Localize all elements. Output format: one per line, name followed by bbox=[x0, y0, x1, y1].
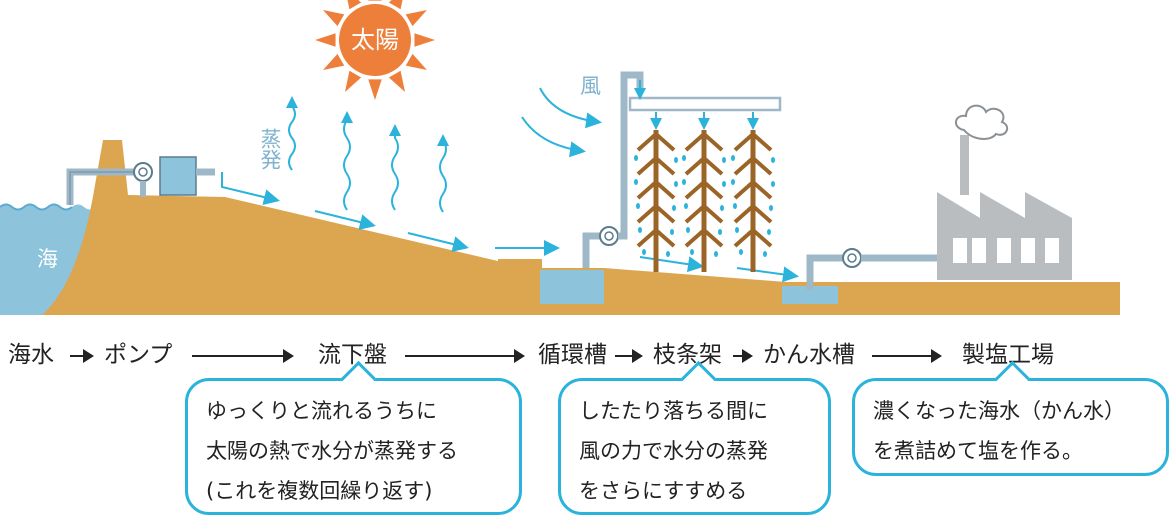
step-flow-board: 流下盤 bbox=[318, 342, 387, 368]
note-line: を煮詰めて塩を作る。 bbox=[873, 439, 1083, 463]
step-brine-tank: かん水槽 bbox=[763, 342, 855, 368]
step-arrow bbox=[70, 349, 94, 363]
process-steps: 海水 ポンプ 流下盤 循環槽 枝条架 かん水槽 製塩工場 bbox=[0, 336, 1173, 376]
sun-ray bbox=[345, 70, 362, 92]
branch-racks bbox=[634, 130, 775, 272]
note-line: ゆっくりと流れるうちに bbox=[206, 399, 437, 423]
evaporation-label: 蒸発 bbox=[258, 128, 282, 170]
sun-ray bbox=[323, 53, 345, 70]
sun-ray bbox=[368, 79, 382, 100]
tower-pump bbox=[582, 71, 782, 268]
ground bbox=[42, 140, 1120, 315]
sun-ray bbox=[405, 10, 427, 27]
branch-rack bbox=[731, 130, 775, 272]
flow-arrows bbox=[221, 172, 799, 283]
sun-ray bbox=[388, 0, 403, 10]
step-pump: ポンプ bbox=[104, 342, 173, 368]
sun-ray bbox=[414, 33, 435, 47]
sun-ray bbox=[323, 10, 345, 27]
branch-rack bbox=[682, 130, 726, 272]
wind: 風 bbox=[521, 74, 602, 158]
note-line: 太陽の熱で水分が蒸発する bbox=[206, 439, 458, 463]
note-line: (これを複数回繰り返す) bbox=[206, 479, 433, 503]
step-arrow bbox=[192, 349, 294, 363]
sun-ray bbox=[368, 0, 382, 1]
evaporation-arrows bbox=[286, 96, 449, 213]
step-circulation-tank: 循環槽 bbox=[538, 342, 607, 368]
note-line: をさらにすすめる bbox=[579, 479, 748, 503]
salt-factory-note: 濃くなった海水（かん水） を煮詰めて塩を作る。 bbox=[852, 360, 1169, 476]
sun-ray bbox=[347, 0, 362, 10]
salt-factory bbox=[937, 104, 1072, 280]
sun-ray bbox=[405, 53, 427, 70]
sun: 太陽 bbox=[315, 0, 435, 100]
drip-arrows bbox=[650, 112, 759, 130]
step-branch-rack: 枝条架 bbox=[653, 342, 722, 368]
circulation-tank bbox=[540, 270, 604, 304]
brine-tank bbox=[782, 286, 838, 304]
sea-label: 海 bbox=[37, 247, 58, 271]
note-line: したたり落ちる間に bbox=[579, 399, 768, 423]
flow-board-end bbox=[498, 259, 542, 269]
sun-ray bbox=[388, 70, 405, 92]
step-seawater: 海水 bbox=[8, 342, 54, 368]
note-line: 風の力で水分の蒸発 bbox=[579, 439, 768, 463]
sun-ray bbox=[315, 33, 336, 47]
step-arrow bbox=[733, 349, 753, 363]
note-line: 濃くなった海水（かん水） bbox=[873, 399, 1125, 423]
flow-board-note: ゆっくりと流れるうちに 太陽の熱で水分が蒸発する (これを複数回繰り返す) bbox=[185, 360, 522, 515]
sun-label: 太陽 bbox=[351, 26, 399, 54]
branch-rack-note: したたり落ちる間に 風の力で水分の蒸発 をさらにすすめる bbox=[558, 360, 831, 515]
branch-rack bbox=[634, 130, 678, 272]
pump bbox=[66, 156, 215, 205]
step-arrow bbox=[872, 349, 942, 363]
step-arrow bbox=[615, 349, 643, 363]
factory-pump bbox=[806, 248, 940, 290]
wind-label: 風 bbox=[580, 74, 601, 98]
salt-production-scene: 海 bbox=[0, 0, 1120, 315]
step-arrow bbox=[405, 349, 525, 363]
